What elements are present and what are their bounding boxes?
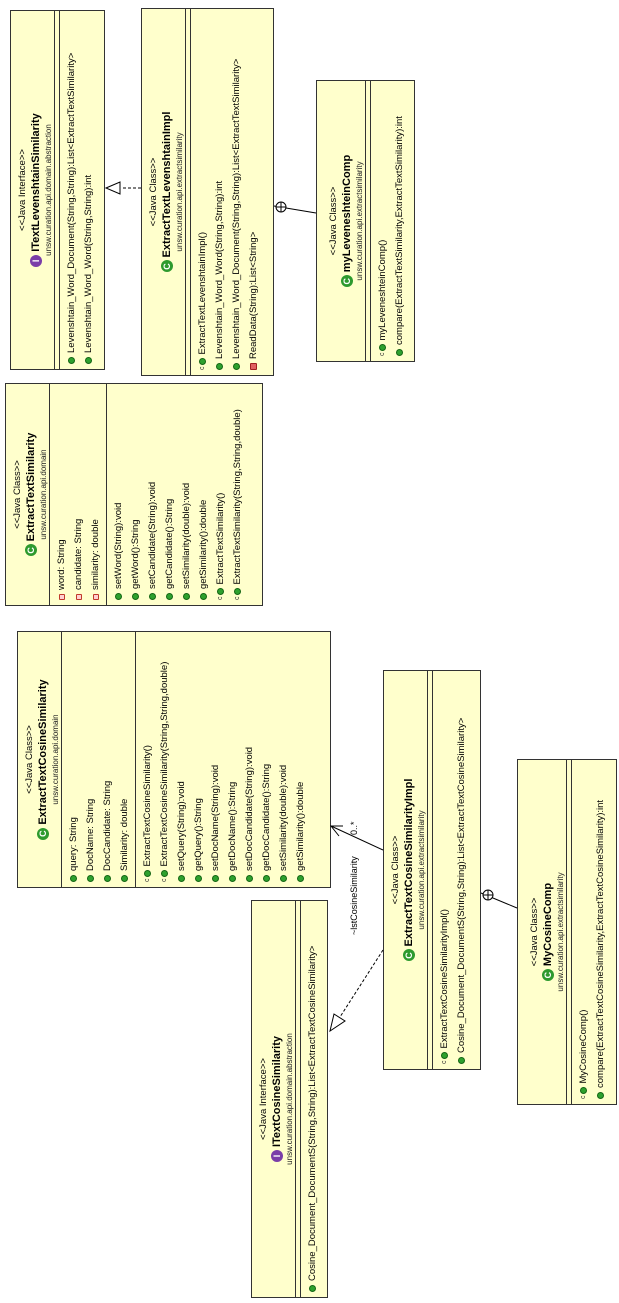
realization-arrowhead <box>104 181 121 195</box>
realization-line[interactable] <box>339 949 384 1018</box>
association-line[interactable] <box>330 825 384 851</box>
association-multiplicity-label: 0..* <box>349 821 359 835</box>
association-arrowhead <box>329 825 343 837</box>
realization-arrowhead <box>329 1013 346 1033</box>
association-role-label: ~lstCosineSimilarity <box>349 856 359 935</box>
